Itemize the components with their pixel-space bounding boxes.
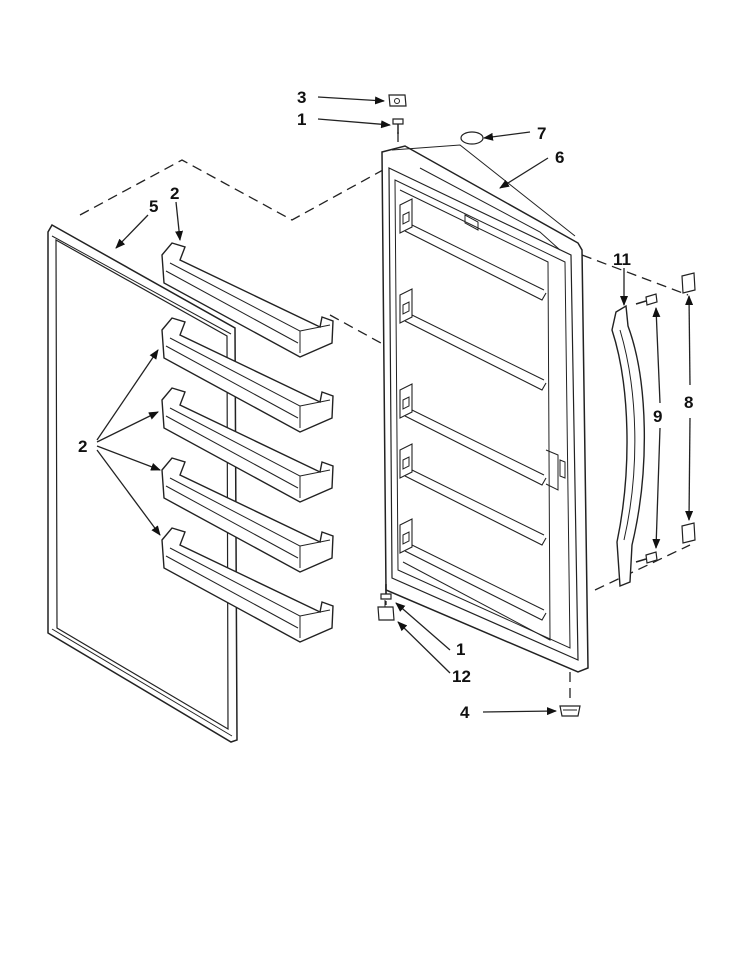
callout-5: 5	[149, 197, 158, 216]
callout-1-top: 1	[297, 110, 306, 129]
screw-top	[392, 118, 404, 134]
door-shelf-rail	[399, 383, 547, 486]
callout-3: 3	[297, 88, 306, 107]
callout-1-bottom: 1	[456, 640, 465, 659]
handle-mounts	[681, 272, 696, 544]
door-shelf-bins	[161, 242, 334, 643]
screw-bottom	[380, 584, 392, 600]
cap	[460, 131, 484, 145]
door-shelf-rail	[399, 198, 547, 301]
handle-screws	[635, 293, 658, 564]
callout-4: 4	[460, 703, 470, 722]
callout-6: 6	[555, 148, 564, 167]
door-shelf-rail	[399, 518, 547, 621]
shelf-bin	[161, 242, 334, 358]
door-shelf-rail	[399, 288, 547, 391]
shelf-bin	[161, 387, 334, 503]
door-shelf-rail	[399, 443, 547, 546]
callout-11: 11	[613, 250, 631, 269]
door-assembly	[381, 144, 589, 673]
callout-9: 9	[653, 407, 662, 426]
callout-2-top: 2	[170, 184, 179, 203]
callout-2-group: 2	[78, 437, 87, 456]
door-inner-shelves	[399, 198, 547, 621]
shelf-bin	[161, 527, 334, 643]
shelf-bin	[161, 317, 334, 433]
callout-12: 12	[452, 667, 471, 686]
foot	[559, 705, 581, 717]
hinge-bracket-top	[388, 94, 407, 107]
callout-8: 8	[684, 393, 693, 412]
door-handle	[611, 304, 646, 588]
callout-7: 7	[537, 124, 546, 143]
callout-leaders	[96, 96, 694, 716]
hinge-bracket-bottom	[377, 600, 395, 621]
shelf-bin	[161, 457, 334, 573]
